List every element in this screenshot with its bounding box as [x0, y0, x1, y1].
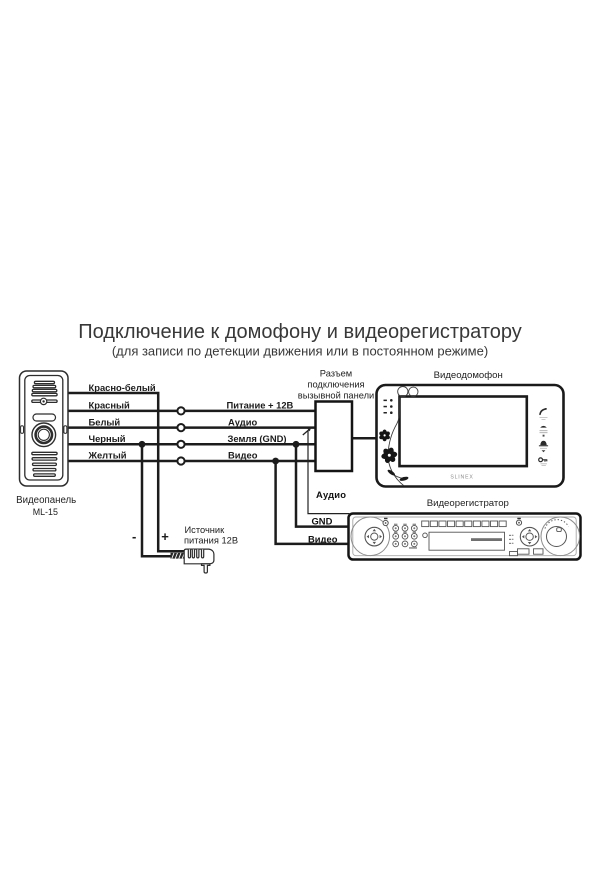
svg-text:ML-15: ML-15	[33, 507, 58, 517]
svg-text:+: +	[161, 529, 169, 544]
svg-text:(для записи по детекции движен: (для записи по детекции движения или в п…	[112, 344, 488, 359]
svg-text:Видеодомофон: Видеодомофон	[434, 370, 503, 381]
svg-text:Красный: Красный	[89, 400, 131, 411]
svg-text:Аудио: Аудио	[228, 416, 257, 427]
svg-text:Подключение к домофону и видео: Подключение к домофону и видеорегистрато…	[78, 321, 522, 343]
svg-text:SLINEX: SLINEX	[450, 474, 473, 480]
svg-text:подключения: подключения	[307, 380, 364, 390]
svg-text:Видео: Видео	[228, 450, 258, 461]
svg-text:Земля (GND): Земля (GND)	[228, 433, 287, 444]
svg-text:Питание + 12В: Питание + 12В	[227, 400, 294, 411]
svg-text:Черный: Черный	[89, 433, 126, 444]
svg-text:Видео: Видео	[308, 533, 338, 544]
svg-text:вызывной панели: вызывной панели	[298, 390, 374, 400]
svg-text:Желтый: Желтый	[88, 450, 127, 461]
svg-text:Аудио: Аудио	[316, 489, 346, 500]
svg-text:Красно-белый: Красно-белый	[89, 382, 156, 393]
svg-text:питания 12В: питания 12В	[184, 536, 238, 546]
svg-text:Разъем: Разъем	[320, 369, 352, 379]
svg-text:Белый: Белый	[89, 416, 121, 427]
svg-text:Видеорегистратор: Видеорегистратор	[427, 498, 509, 509]
svg-text:-: -	[132, 529, 136, 544]
svg-text:GND: GND	[312, 515, 333, 526]
svg-text:Источник: Источник	[185, 525, 226, 535]
svg-text:Видеопанель: Видеопанель	[16, 495, 76, 506]
